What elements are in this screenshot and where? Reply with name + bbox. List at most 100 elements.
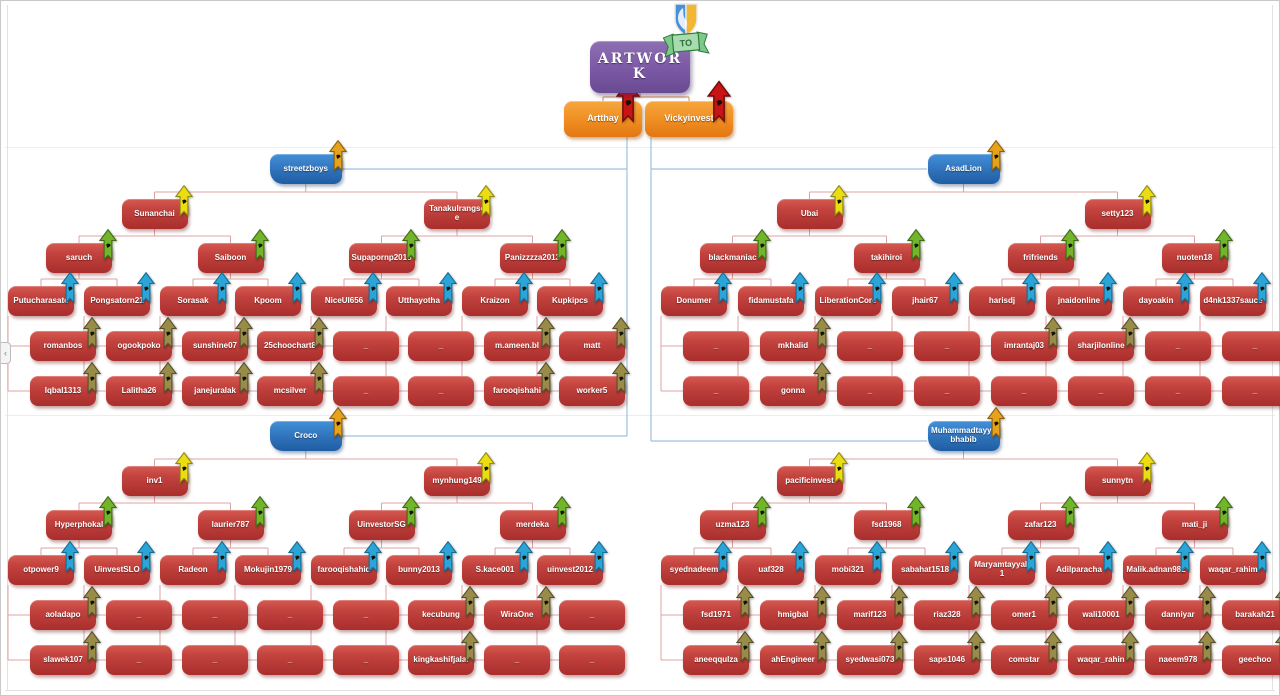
rank-arrow-icon[interactable] — [1137, 451, 1156, 485]
rank-arrow-icon[interactable] — [1176, 271, 1194, 305]
member-node[interactable]: omer1 — [991, 585, 1062, 630]
member-node[interactable]: _ — [257, 645, 323, 675]
member-node[interactable]: Adilparacha — [1046, 540, 1117, 585]
member-node[interactable]: danniyar — [1145, 585, 1216, 630]
member-node[interactable]: frifriends — [1007, 228, 1079, 273]
member-node[interactable]: blackmaniac — [699, 228, 771, 273]
member-node[interactable]: m.ameen.bl — [484, 316, 555, 361]
member-node[interactable]: Iqbal1313 — [30, 361, 101, 406]
member-node[interactable]: barakah21 — [1222, 591, 1280, 630]
rank-arrow-icon[interactable] — [537, 361, 555, 395]
rank-arrow-icon[interactable] — [477, 184, 495, 218]
member-node[interactable]: _ — [683, 331, 749, 361]
member-node[interactable]: UinvestSLO — [84, 540, 155, 585]
member-node[interactable]: _ — [333, 331, 399, 361]
rank-arrow-icon[interactable] — [1214, 495, 1233, 529]
member-node[interactable]: inv1 — [121, 451, 193, 496]
member-node[interactable]: _ — [1222, 331, 1280, 361]
member-node[interactable]: Tanakulrangsee — [424, 184, 495, 229]
member-node[interactable]: Ubai — [776, 184, 848, 229]
member-node[interactable]: Artthay — [564, 80, 642, 137]
rank-arrow-icon[interactable] — [945, 271, 963, 305]
member-node[interactable]: uinvest2012 — [537, 540, 608, 585]
member-node[interactable]: waqar_rahim — [1200, 540, 1271, 585]
member-node[interactable]: mkhalid — [760, 316, 831, 361]
rank-arrow-icon[interactable] — [552, 495, 571, 529]
rank-arrow-icon[interactable] — [235, 361, 253, 395]
member-node[interactable]: Supapornp2013 — [348, 228, 420, 273]
rank-arrow-icon[interactable] — [235, 316, 253, 350]
member-node[interactable]: bunny2013 — [386, 540, 457, 585]
rank-arrow-icon[interactable] — [174, 184, 193, 218]
rank-arrow-icon[interactable] — [1121, 316, 1139, 350]
rank-arrow-icon[interactable] — [61, 271, 79, 305]
rank-arrow-icon[interactable] — [288, 540, 306, 574]
rank-arrow-icon[interactable] — [1253, 540, 1271, 574]
rank-arrow-icon[interactable] — [477, 451, 495, 485]
member-node[interactable]: _ — [1068, 376, 1134, 406]
member-node[interactable]: Saiboon — [197, 228, 269, 273]
member-node[interactable]: naeem978 — [1145, 630, 1216, 675]
rank-arrow-icon[interactable] — [61, 540, 79, 574]
member-node[interactable]: WiraOne — [484, 585, 555, 630]
member-node[interactable]: mobi321 — [815, 540, 886, 585]
rank-arrow-icon[interactable] — [137, 271, 155, 305]
rank-arrow-icon[interactable] — [813, 316, 831, 350]
member-node[interactable]: NiceUI656 — [311, 271, 382, 316]
member-node[interactable]: _ — [182, 600, 248, 630]
member-node[interactable]: riaz328 — [914, 585, 985, 630]
rank-arrow-icon[interactable] — [813, 585, 831, 619]
rank-arrow-icon[interactable] — [159, 361, 177, 395]
member-node[interactable]: waqar_rahin — [1068, 630, 1139, 675]
rank-arrow-icon[interactable] — [612, 316, 630, 350]
member-node[interactable]: _ — [408, 376, 474, 406]
root-company-node[interactable]: ARTWORK — [590, 41, 690, 93]
member-node[interactable]: takihiroi — [853, 228, 925, 273]
rank-arrow-icon[interactable] — [945, 540, 963, 574]
member-node[interactable]: pacificinvest — [776, 451, 848, 496]
member-node[interactable]: merdeka — [499, 495, 571, 540]
member-node[interactable]: d4nk1337sauce — [1200, 271, 1271, 316]
member-node[interactable]: romanbos — [30, 316, 101, 361]
rank-arrow-icon[interactable] — [401, 228, 420, 262]
member-node[interactable]: sunnytn — [1084, 451, 1156, 496]
member-node[interactable]: _ — [106, 645, 172, 675]
member-node[interactable]: _ — [1145, 331, 1211, 361]
collapse-panel-button[interactable]: ‹ — [1, 342, 11, 364]
member-node[interactable]: Mokujin1979 — [235, 540, 306, 585]
rank-arrow-icon[interactable] — [1099, 540, 1117, 574]
rank-arrow-icon[interactable] — [967, 585, 985, 619]
member-node[interactable]: Pongsatorn21 — [84, 271, 155, 316]
member-node[interactable]: Vickyinvest — [645, 80, 733, 137]
member-node[interactable]: _ — [1222, 376, 1280, 406]
member-node[interactable]: jnaidonline — [1046, 271, 1117, 316]
member-node[interactable]: hmigbal — [760, 585, 831, 630]
rank-arrow-icon[interactable] — [1022, 540, 1040, 574]
rank-arrow-icon[interactable] — [1198, 585, 1216, 619]
rank-arrow-icon[interactable] — [328, 139, 347, 173]
member-node[interactable]: nuoten18 — [1161, 228, 1233, 273]
member-node[interactable]: kecubung — [408, 585, 479, 630]
member-node[interactable]: _ — [683, 376, 749, 406]
member-node[interactable]: janejuralak — [182, 361, 253, 406]
member-node[interactable]: Sunanchai — [121, 184, 193, 229]
member-node[interactable]: Kraizon — [462, 271, 533, 316]
rank-arrow-icon[interactable] — [1060, 495, 1079, 529]
rank-arrow-icon[interactable] — [461, 630, 479, 664]
member-node[interactable]: gonna — [760, 361, 831, 406]
rank-arrow-icon[interactable] — [1121, 585, 1139, 619]
rank-arrow-icon[interactable] — [1044, 585, 1062, 619]
rank-arrow-icon[interactable] — [714, 540, 732, 574]
rank-arrow-icon[interactable] — [159, 316, 177, 350]
member-node[interactable]: uzma123 — [699, 495, 771, 540]
member-node[interactable]: dayoakin — [1123, 271, 1194, 316]
subtree-root-node[interactable]: Croco — [269, 406, 347, 451]
member-node[interactable]: _ — [559, 645, 625, 675]
member-node[interactable]: worker5 — [559, 361, 630, 406]
rank-arrow-icon[interactable] — [612, 361, 630, 395]
member-node[interactable]: syedwasi073 — [837, 630, 908, 675]
rank-arrow-icon[interactable] — [1022, 271, 1040, 305]
rank-arrow-icon[interactable] — [83, 630, 101, 664]
rank-arrow-icon[interactable] — [515, 271, 533, 305]
member-node[interactable]: Lalitha26 — [106, 361, 177, 406]
